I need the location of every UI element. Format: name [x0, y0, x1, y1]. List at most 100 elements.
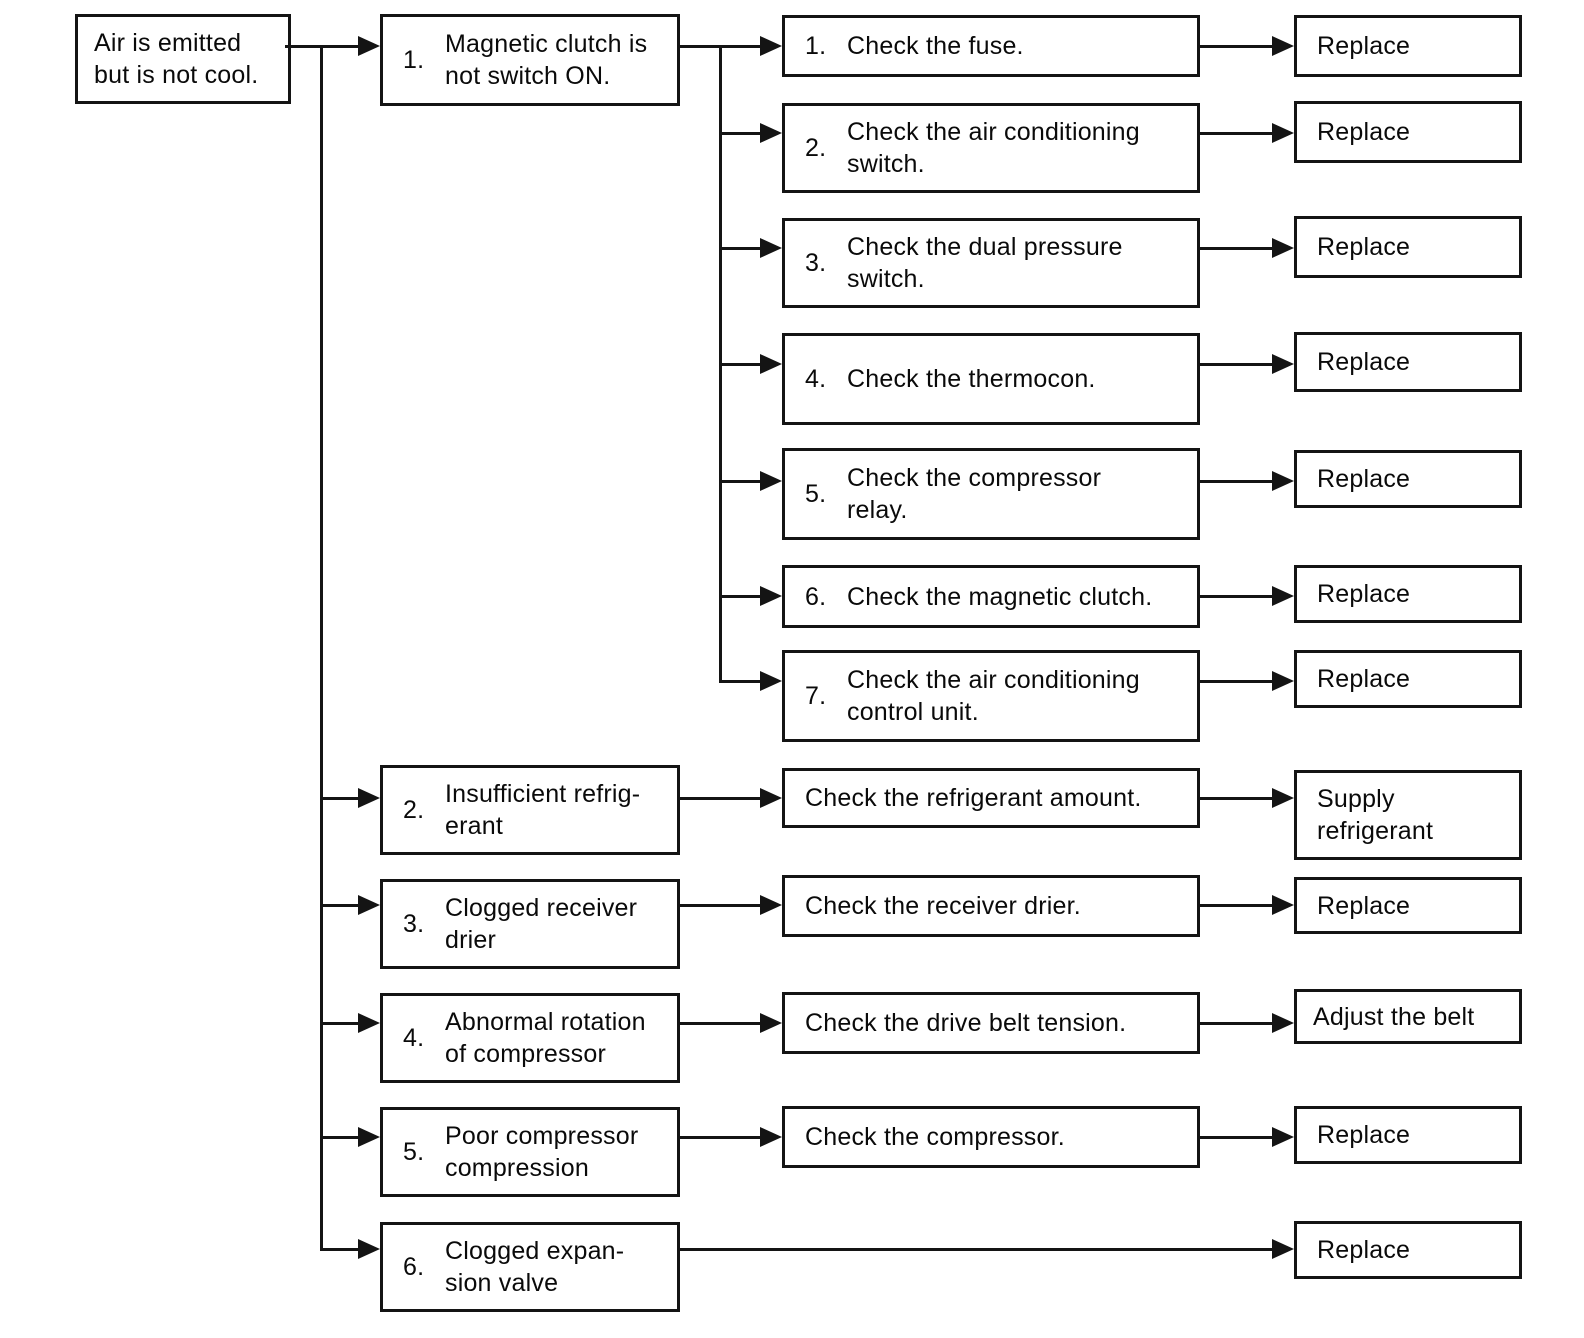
action-replace-thermocon-box: Replace: [1294, 332, 1522, 392]
connector-arrowhead: [1272, 586, 1294, 606]
connector-line: [680, 797, 762, 800]
connector-line: [1200, 797, 1274, 800]
cause-text: Magnetic clutch is not switch ON.: [445, 30, 648, 90]
connector-line: [322, 1136, 360, 1139]
action-text: Replace: [1317, 1121, 1411, 1149]
action-replace-ac-control-unit-box: Replace: [1294, 650, 1522, 708]
check-thermocon-box: 4. Check the thermocon.: [782, 333, 1200, 425]
connector-line: [1200, 680, 1274, 683]
action-text: Replace: [1317, 1236, 1411, 1264]
cause-insufficient-refrigerant-box: 2. Insufficient refrig- erant: [380, 765, 680, 855]
check-text: Check the drive belt tension.: [805, 1009, 1127, 1037]
cause-text: Abnormal rotation of compressor: [445, 1008, 646, 1068]
connector-arrowhead: [1272, 354, 1294, 374]
connector-arrowhead: [1272, 123, 1294, 143]
cause-number: 3.: [403, 910, 425, 938]
connector-line: [680, 1248, 1274, 1251]
check-dual-pressure-switch-box: 3. Check the dual pressure switch.: [782, 218, 1200, 308]
action-text: Replace: [1317, 118, 1411, 146]
connector-line: [1200, 1022, 1274, 1025]
connector-line: [680, 45, 721, 48]
action-replace-receiver-drier-box: Replace: [1294, 877, 1522, 934]
cause-number: 6.: [403, 1253, 425, 1281]
connector-arrowhead: [358, 36, 380, 56]
check-text: Check the air conditioning switch.: [847, 118, 1140, 178]
check-number: 5.: [805, 480, 827, 508]
check-text: Check the air conditioning control unit.: [847, 666, 1140, 726]
connector-line: [680, 1136, 762, 1139]
symptom-text: Air is emitted but is not cool.: [94, 29, 259, 89]
connector-arrowhead: [1272, 788, 1294, 808]
check-fuse-box: 1. Check the fuse.: [782, 15, 1200, 77]
connector-line: [322, 1022, 360, 1025]
check-text: Check the receiver drier.: [805, 892, 1081, 920]
cause-text: Clogged receiver drier: [445, 894, 638, 954]
connector-arrowhead: [1272, 1013, 1294, 1033]
connector-arrowhead: [358, 1239, 380, 1259]
connector-line: [721, 45, 762, 48]
check-number: 4.: [805, 365, 827, 393]
connector-line: [721, 247, 762, 250]
action-text: Adjust the belt: [1313, 1002, 1475, 1031]
action-text: Replace: [1317, 233, 1411, 261]
check-ac-switch-box: 2. Check the air conditioning switch.: [782, 103, 1200, 193]
connector-line: [721, 680, 762, 683]
cause-magnetic-clutch-box: 1. Magnetic clutch is not switch ON.: [380, 14, 680, 106]
connector-line: [1200, 132, 1274, 135]
connector-arrowhead: [760, 788, 782, 808]
action-text: Replace: [1317, 32, 1411, 60]
connector-arrowhead: [760, 1127, 782, 1147]
connector-arrowhead: [1272, 238, 1294, 258]
action-text: Replace: [1317, 580, 1411, 608]
cause-number: 4.: [403, 1024, 425, 1052]
check-text: Check the thermocon.: [847, 365, 1096, 393]
connector-line: [1200, 904, 1274, 907]
check-compressor-relay-box: 5. Check the compressor relay.: [782, 448, 1200, 540]
action-text: Replace: [1317, 465, 1411, 493]
connector-arrowhead: [760, 123, 782, 143]
check-magnetic-clutch-box: 6. Check the magnetic clutch.: [782, 565, 1200, 628]
connector-line: [1200, 247, 1274, 250]
action-supply-refrigerant-box: Supply refrigerant: [1294, 770, 1522, 860]
connector-line: [322, 904, 360, 907]
action-replace-compressor-relay-box: Replace: [1294, 450, 1522, 508]
check-text: Check the magnetic clutch.: [847, 582, 1153, 611]
connector-arrowhead: [1272, 1127, 1294, 1147]
check-compressor-box: Check the compressor.: [782, 1106, 1200, 1168]
cause-poor-compression-box: 5. Poor compressor compression: [380, 1107, 680, 1197]
action-text: Replace: [1317, 891, 1411, 920]
connector-line: [721, 132, 762, 135]
connector-line: [1200, 45, 1274, 48]
connector-arrowhead: [760, 1013, 782, 1033]
connector-line: [721, 480, 762, 483]
check-text: Check the refrigerant amount.: [805, 784, 1142, 812]
connector-arrowhead: [760, 36, 782, 56]
connector-arrowhead: [1272, 671, 1294, 691]
check-text: Check the dual pressure switch.: [847, 233, 1123, 293]
check-ac-control-unit-box: 7. Check the air conditioning control un…: [782, 650, 1200, 742]
connector-arrowhead: [760, 471, 782, 491]
check-receiver-drier-box: Check the receiver drier.: [782, 875, 1200, 937]
connector-line: [1200, 363, 1274, 366]
connector-arrowhead: [1272, 36, 1294, 56]
cause-abnormal-rotation-box: 4. Abnormal rotation of compressor: [380, 993, 680, 1083]
check-refrigerant-amount-box: Check the refrigerant amount.: [782, 768, 1200, 828]
connector-line: [322, 797, 360, 800]
connector-arrowhead: [760, 586, 782, 606]
connector-line: [1200, 480, 1274, 483]
cause-text: Clogged expan- sion valve: [445, 1237, 625, 1297]
connector-arrowhead: [760, 895, 782, 915]
cause-number: 2.: [403, 796, 425, 824]
cause-number: 1.: [403, 46, 425, 74]
connector-line: [320, 45, 323, 1251]
connector-line: [721, 363, 762, 366]
connector-line: [1200, 1136, 1274, 1139]
action-replace-expansion-valve-box: Replace: [1294, 1221, 1522, 1279]
connector-line: [680, 1022, 762, 1025]
connector-arrowhead: [358, 1013, 380, 1033]
action-replace-ac-switch-box: Replace: [1294, 101, 1522, 163]
connector-line: [719, 45, 722, 683]
cause-text: Insufficient refrig- erant: [445, 780, 641, 840]
connector-arrowhead: [1272, 471, 1294, 491]
